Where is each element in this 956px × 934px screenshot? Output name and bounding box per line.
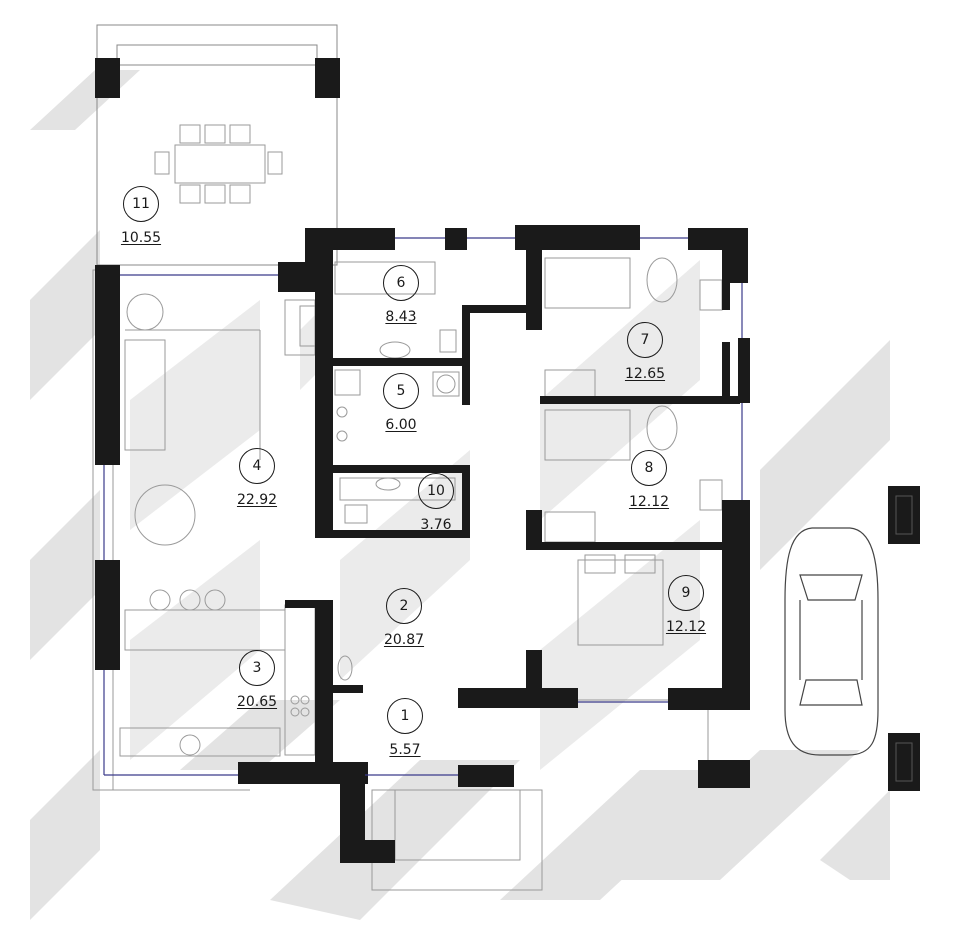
interior-walls — [285, 245, 740, 768]
room-label-9: 9 12.12 — [646, 575, 726, 635]
room-area: 12.65 — [624, 366, 666, 382]
room-label-10: 10 3.76 — [396, 473, 476, 533]
room-number: 10 — [418, 473, 454, 509]
room-label-2: 2 20.87 — [364, 588, 444, 648]
room-label-11: 11 10.55 — [101, 186, 181, 246]
room-area: 6.00 — [385, 417, 417, 433]
room-area: 22.92 — [236, 492, 278, 508]
room-area: 5.57 — [389, 742, 421, 758]
room-number: 7 — [627, 322, 663, 358]
car — [784, 527, 879, 756]
room-number: 4 — [239, 448, 275, 484]
room-number: 1 — [387, 698, 423, 734]
room-number: 6 — [383, 265, 419, 301]
room-label-4: 4 22.92 — [217, 448, 297, 508]
room-label-1: 1 5.57 — [365, 698, 445, 758]
room-label-7: 7 12.65 — [605, 322, 685, 382]
pillar-inner — [895, 495, 913, 782]
room-area: 20.65 — [236, 694, 278, 710]
fixtures — [119, 124, 723, 757]
room-label-6: 6 8.43 — [361, 265, 441, 325]
room-area: 12.12 — [628, 494, 670, 510]
room-area: 3.76 — [420, 517, 452, 533]
room-number: 8 — [631, 450, 667, 486]
room-number: 2 — [386, 588, 422, 624]
room-number: 3 — [239, 650, 275, 686]
room-area: 20.87 — [383, 632, 425, 648]
room-area: 12.12 — [665, 619, 707, 635]
room-number: 9 — [668, 575, 704, 611]
terrace — [96, 24, 338, 266]
room-label-3: 3 20.65 — [217, 650, 297, 710]
room-area: 10.55 — [120, 230, 162, 246]
room-number: 11 — [123, 186, 159, 222]
room-area: 8.43 — [385, 309, 417, 325]
exterior-walls — [95, 58, 920, 863]
room-label-8: 8 12.12 — [609, 450, 689, 510]
room-number: 5 — [383, 373, 419, 409]
windows — [103, 237, 743, 776]
room-label-5: 5 6.00 — [361, 373, 441, 433]
